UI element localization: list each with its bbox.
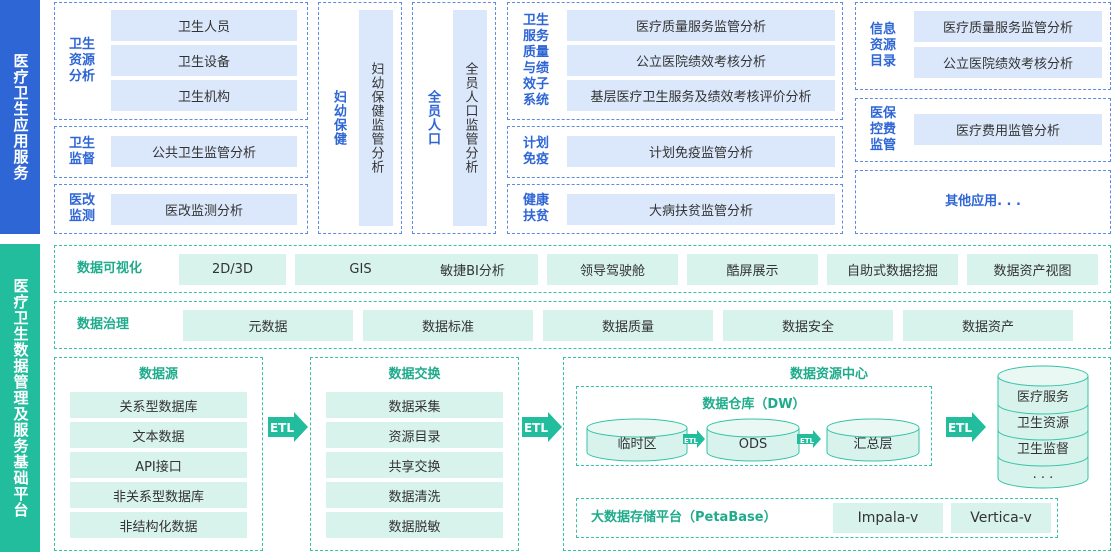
- etl-mini-arrow-2: ETL: [797, 430, 821, 448]
- health-resources-label: 卫生资源分析: [68, 37, 95, 84]
- service-quality-label: 卫生服务质量与绩效子系统: [522, 13, 549, 108]
- resource-center-title: 数据资源中心: [789, 367, 868, 382]
- immunization-panel: 计划免疫 计划免疫监管分析: [507, 126, 843, 178]
- visualization-panel: 数据可视化 2D/3D GIS 敏捷BI分析 领导驾驶舱 酷屏展示 自助式数据挖…: [54, 245, 1111, 293]
- immunization-label: 计划免疫: [522, 136, 549, 167]
- data-exchange-title: 数据交换: [388, 367, 441, 382]
- etl-label-1: ETL: [270, 421, 294, 435]
- bigdata-title: 大数据存储平台（PetaBase）: [591, 510, 777, 525]
- info-resources-label: 信息资源目录: [869, 22, 896, 69]
- reform-monitoring-label: 医改监测: [68, 193, 95, 224]
- visualization-label: 数据可视化: [77, 261, 143, 276]
- stage-ods-label: ODS: [739, 437, 768, 452]
- info-medical-quality-item[interactable]: 医疗质量服务监管分析: [914, 11, 1102, 42]
- stage-summary-label: 汇总层: [853, 437, 892, 452]
- data-source-title: 数据源: [138, 367, 178, 382]
- vis-cockpit-item[interactable]: 领导驾驶舱: [547, 254, 678, 285]
- vertica-item[interactable]: Vertica-v: [951, 503, 1051, 533]
- stage-ods-cylinder: ODS: [706, 418, 800, 462]
- population-panel: 全员人口 全员人口监管分析: [412, 2, 496, 234]
- insurance-panel: 医保控费监管 医疗费用监管分析: [855, 98, 1111, 162]
- immunization-item[interactable]: 计划免疫监管分析: [567, 136, 835, 167]
- poverty-item[interactable]: 大病扶贫监管分析: [567, 194, 835, 225]
- data-platform-sidebar: 医疗卫生数据管理及服务基础平台: [0, 244, 40, 552]
- etl-label-3: ETL: [948, 421, 972, 435]
- exchange-masking[interactable]: 数据脱敏: [326, 512, 503, 538]
- info-resources-panel: 信息资源目录 医疗质量服务监管分析 公立医院绩效考核分析: [855, 2, 1111, 90]
- stage-summary-cylinder: 汇总层: [826, 418, 920, 462]
- health-supervision-panel: 卫生监督 公共卫生监管分析: [54, 126, 308, 178]
- governance-label: 数据治理: [77, 317, 130, 332]
- medical-cost-item[interactable]: 医疗费用监管分析: [914, 114, 1102, 145]
- info-hospital-performance-item[interactable]: 公立医院绩效考核分析: [914, 47, 1102, 78]
- bigdata-panel: 大数据存储平台（PetaBase） Impala-v Vertica-v: [576, 498, 1058, 538]
- source-unstructured[interactable]: 非结构化数据: [70, 512, 247, 538]
- output-more: . . .: [1033, 467, 1054, 482]
- etl-mini-arrow-1: ETL: [683, 430, 705, 448]
- gov-quality-item[interactable]: 数据质量: [543, 310, 713, 341]
- health-personnel-item[interactable]: 卫生人员: [111, 10, 297, 41]
- hospital-performance-item[interactable]: 公立医院绩效考核分析: [567, 45, 835, 76]
- vis-2d3d-item[interactable]: 2D/3D: [179, 254, 286, 285]
- warehouse-stages-graphic: 临时区 ETL ODS ETL 汇总层: [586, 418, 920, 462]
- warehouse-title: 数据仓库（DW）: [702, 397, 806, 412]
- output-database-cylinder: 医疗服务 卫生资源 卫生监督 . . .: [997, 365, 1089, 489]
- impala-item[interactable]: Impala-v: [833, 503, 943, 533]
- vis-bi-item[interactable]: 敏捷BI分析: [407, 254, 538, 285]
- etl-arrow-3: ETL: [946, 412, 986, 442]
- vis-screen-item[interactable]: 酷屏展示: [687, 254, 818, 285]
- governance-panel: 数据治理 元数据 数据标准 数据质量 数据安全 数据资产: [54, 301, 1111, 349]
- output-medical-service: 医疗服务: [1017, 389, 1069, 405]
- medical-quality-item[interactable]: 医疗质量服务监管分析: [567, 10, 835, 41]
- etl-label-2: ETL: [524, 421, 548, 435]
- source-relational-db[interactable]: 关系型数据库: [70, 392, 247, 418]
- gov-standard-item[interactable]: 数据标准: [363, 310, 533, 341]
- primary-care-evaluation-item[interactable]: 基层医疗卫生服务及绩效考核评价分析: [567, 80, 835, 111]
- reform-monitoring-item[interactable]: 医改监测分析: [111, 194, 297, 225]
- exchange-cleansing[interactable]: 数据清洗: [326, 482, 503, 508]
- health-institution-item[interactable]: 卫生机构: [111, 80, 297, 111]
- maternal-child-label: 妇幼保健: [331, 90, 346, 146]
- exchange-collection[interactable]: 数据采集: [326, 392, 503, 418]
- maternal-child-item[interactable]: 妇幼保健监管分析: [359, 10, 393, 226]
- etl-arrow-2: ETL: [522, 412, 562, 442]
- source-nosql-db[interactable]: 非关系型数据库: [70, 482, 247, 508]
- app-services-sidebar: 医疗卫生应用服务: [0, 0, 40, 234]
- service-quality-panel: 卫生服务质量与绩效子系统 医疗质量服务监管分析 公立医院绩效考核分析 基层医疗卫…: [507, 2, 843, 120]
- output-health-resources: 卫生资源: [1017, 416, 1069, 431]
- data-source-panel: 数据源 关系型数据库 文本数据 API接口 非关系型数据库 非结构化数据: [54, 357, 263, 551]
- exchange-sharing[interactable]: 共享交换: [326, 452, 503, 478]
- vis-asset-view-item[interactable]: 数据资产视图: [967, 254, 1098, 285]
- source-api[interactable]: API接口: [70, 452, 247, 478]
- exchange-catalog[interactable]: 资源目录: [326, 422, 503, 448]
- health-equipment-item[interactable]: 卫生设备: [111, 45, 297, 76]
- public-health-supervision-item[interactable]: 公共卫生监管分析: [111, 136, 297, 167]
- vis-gis-item[interactable]: GIS: [295, 254, 426, 285]
- vis-mining-item[interactable]: 自助式数据挖掘: [827, 254, 958, 285]
- data-exchange-panel: 数据交换 数据采集 资源目录 共享交换 数据清洗 数据脱敏: [310, 357, 519, 551]
- poverty-panel: 健康扶贫 大病扶贫监管分析: [507, 184, 843, 234]
- gov-metadata-item[interactable]: 元数据: [183, 310, 353, 341]
- population-item[interactable]: 全员人口监管分析: [453, 10, 487, 226]
- svg-text:ETL: ETL: [800, 437, 815, 445]
- svg-text:ETL: ETL: [684, 437, 699, 445]
- other-apps-panel[interactable]: 其他应用. . .: [855, 170, 1111, 234]
- gov-asset-item[interactable]: 数据资产: [903, 310, 1073, 341]
- poverty-label: 健康扶贫: [522, 193, 549, 224]
- source-text-data[interactable]: 文本数据: [70, 422, 247, 448]
- maternal-child-panel: 妇幼保健 妇幼保健监管分析: [318, 2, 402, 234]
- health-resources-panel: 卫生资源分析 卫生人员 卫生设备 卫生机构: [54, 2, 308, 120]
- stage-temp-label: 临时区: [617, 437, 656, 452]
- gov-security-item[interactable]: 数据安全: [723, 310, 893, 341]
- population-label: 全员人口: [425, 90, 440, 146]
- etl-arrow-1: ETL: [268, 412, 308, 442]
- stage-temp-cylinder: 临时区: [586, 418, 688, 462]
- output-health-supervision: 卫生监督: [1017, 442, 1069, 457]
- reform-monitoring-panel: 医改监测 医改监测分析: [54, 184, 308, 234]
- health-supervision-label: 卫生监督: [68, 136, 95, 167]
- insurance-label: 医保控费监管: [869, 106, 896, 153]
